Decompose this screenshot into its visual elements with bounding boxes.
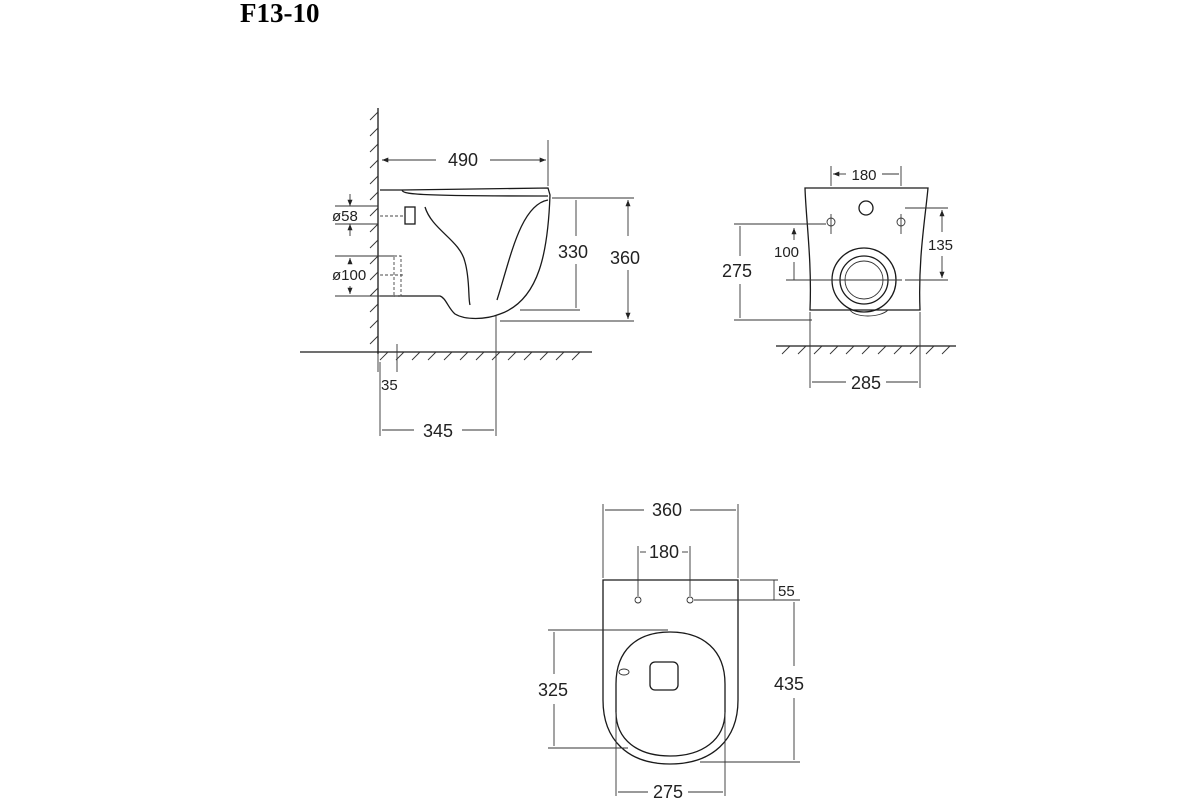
- dim-pipe-58: ø58: [332, 208, 358, 225]
- dim-bolt-offset: 55: [778, 583, 795, 600]
- dim-top-bolt-spacing: 180: [649, 542, 679, 562]
- dim-seat-width: 275: [653, 782, 683, 800]
- dim-outlet-depth: 345: [423, 421, 453, 441]
- dim-top-total-width: 360: [652, 500, 682, 520]
- dim-bolt-spacing-back: 180: [851, 167, 876, 184]
- toilet-top-outline: [602, 579, 739, 765]
- back-view: 180 100 135 275 285: [722, 166, 956, 393]
- dim-bowl-height: 330: [558, 242, 588, 262]
- dim-back-total-height: 275: [722, 261, 752, 281]
- dim-bolt-height: 135: [928, 237, 953, 254]
- pipe-58-connector: [404, 206, 416, 225]
- model-title: F13-10: [240, 0, 319, 28]
- water-inlet-hole: [858, 200, 874, 216]
- dim-pipe-100: ø100: [332, 267, 366, 284]
- top-bolt-left: [634, 596, 642, 604]
- back-floor-hatching: [781, 345, 951, 355]
- dim-top-total-length: 435: [774, 674, 804, 694]
- dim-outlet-height: 100: [774, 244, 799, 261]
- dim-total-depth: 490: [448, 150, 478, 170]
- floor-hatching: [379, 351, 581, 361]
- bowl-inner-line: [424, 199, 549, 306]
- dim-seat-length: 325: [538, 680, 568, 700]
- seat-outline: [615, 631, 726, 757]
- seat-hinge-plate: [649, 661, 679, 691]
- wall-hatching: [369, 111, 379, 345]
- top-bolt-right: [686, 596, 694, 604]
- dim-wall-offset: 35: [381, 377, 398, 394]
- seat-button: [618, 668, 630, 676]
- side-view: 490 ø58 ø100 330 360 35 345: [300, 108, 640, 441]
- dim-total-height: 360: [610, 248, 640, 268]
- toilet-back-outline: [804, 187, 929, 311]
- top-view: 360 180 55 325 435 275: [538, 500, 804, 800]
- pipe-100-outline: [393, 255, 402, 297]
- dim-base-width: 285: [851, 373, 881, 393]
- toilet-side-outline: [380, 187, 551, 320]
